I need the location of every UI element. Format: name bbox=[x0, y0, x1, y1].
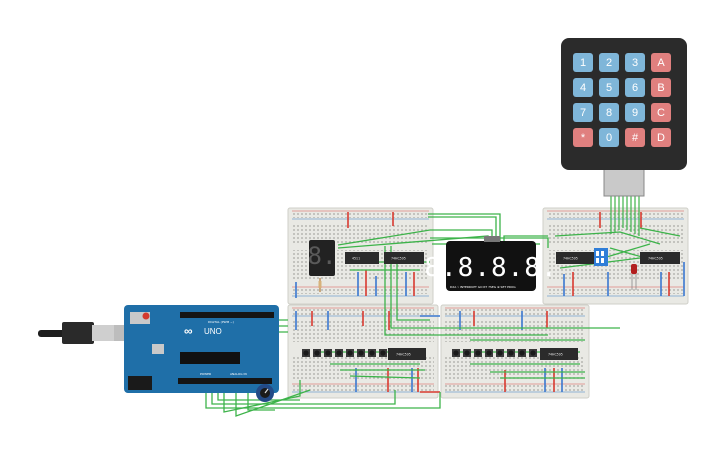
pushbutton[interactable] bbox=[474, 349, 482, 357]
keypad-key-label: 0 bbox=[606, 132, 612, 144]
keypad-key-8[interactable]: 8 bbox=[599, 103, 619, 122]
single-digit-glyph: 8. bbox=[308, 242, 337, 270]
single-seven-segment[interactable]: 8. bbox=[308, 240, 337, 276]
ic-driver[interactable]: 4511 bbox=[345, 252, 379, 264]
pushbutton[interactable] bbox=[335, 349, 343, 357]
resistor-small[interactable] bbox=[318, 278, 322, 292]
keypad-key-#[interactable]: # bbox=[625, 128, 645, 147]
keypad-key-0[interactable]: 0 bbox=[599, 128, 619, 147]
keypad-key-label: A bbox=[657, 57, 665, 69]
pushbutton[interactable] bbox=[463, 349, 471, 357]
display-digits: 8.8.8.8. bbox=[424, 253, 557, 283]
pushbutton[interactable] bbox=[485, 349, 493, 357]
silk-digital: DIGITAL (PWM ~) bbox=[208, 320, 234, 324]
keypad-key-5[interactable]: 5 bbox=[599, 78, 619, 97]
ic-shift-register-4-label: 74HC595 bbox=[396, 353, 411, 357]
rail-jumpers[interactable] bbox=[295, 212, 685, 393]
keypad-key-D[interactable]: D bbox=[651, 128, 671, 147]
keypad-key-label: 5 bbox=[606, 82, 612, 94]
keypad-key-label: 3 bbox=[632, 57, 638, 69]
keypad-key-3[interactable]: 3 bbox=[625, 53, 645, 72]
arduino-model: UNO bbox=[204, 327, 222, 336]
pushbutton[interactable] bbox=[324, 349, 332, 357]
ic-shift-register-3-label: 74HC595 bbox=[648, 257, 663, 261]
keypad-key-label: 4 bbox=[580, 82, 586, 94]
keypad-ribbon bbox=[610, 196, 640, 236]
pushbutton[interactable] bbox=[507, 349, 515, 357]
display-footer: D2A ⑂ INTERRUPT GO RT 7SEG ⊕ SET PROG bbox=[450, 285, 516, 289]
keypad-key-label: C bbox=[657, 107, 665, 119]
pushbuttons-right[interactable] bbox=[452, 349, 537, 357]
keypad-key-label: 6 bbox=[632, 82, 638, 94]
ic-shift-register-1-label: 74HC595 bbox=[391, 257, 406, 261]
keypad-key-label: 9 bbox=[632, 107, 638, 119]
ic-driver-label: 4511 bbox=[352, 257, 360, 261]
dip-switch[interactable] bbox=[594, 248, 608, 266]
reset-button[interactable] bbox=[142, 312, 150, 320]
breadboard-top-right[interactable] bbox=[542, 207, 689, 305]
keypad-key-2[interactable]: 2 bbox=[599, 53, 619, 72]
keypad-key-label: 2 bbox=[606, 57, 612, 69]
pushbutton[interactable] bbox=[452, 349, 460, 357]
ic-shift-register-4[interactable]: 74HC595 bbox=[388, 348, 426, 360]
ic-shift-register-1[interactable]: 74HC595 bbox=[384, 252, 424, 264]
silk-power: POWER bbox=[200, 372, 211, 376]
keypad-key-label: * bbox=[581, 132, 586, 144]
arduino-uno-board[interactable]: ∞ UNO DIGITAL (PWM ~) POWER ANALOG IN bbox=[124, 305, 279, 393]
pushbutton[interactable] bbox=[529, 349, 537, 357]
four-digit-display[interactable]: 8.8.8.8. D2A ⑂ INTERRUPT GO RT 7SEG ⊕ SE… bbox=[424, 236, 557, 291]
keypad-key-4[interactable]: 4 bbox=[573, 78, 593, 97]
pushbutton[interactable] bbox=[313, 349, 321, 357]
pushbutton[interactable] bbox=[379, 349, 387, 357]
keypad-key-A[interactable]: A bbox=[651, 53, 671, 72]
pushbutton[interactable] bbox=[302, 349, 310, 357]
keypad-key-7[interactable]: 7 bbox=[573, 103, 593, 122]
keypad-keys: 1 2 3 A 4 5 6 B 7 8 9 C * 0 # D bbox=[573, 53, 671, 147]
keypad-key-label: 8 bbox=[606, 107, 612, 119]
pushbutton[interactable] bbox=[496, 349, 504, 357]
keypad-4x4[interactable]: 1 2 3 A 4 5 6 B 7 8 9 C * 0 # D bbox=[561, 38, 687, 197]
potentiometer[interactable] bbox=[256, 384, 274, 402]
silk-analog: ANALOG IN bbox=[230, 372, 247, 376]
keypad-key-label: 1 bbox=[580, 57, 586, 69]
pushbutton[interactable] bbox=[368, 349, 376, 357]
usb-cable[interactable] bbox=[38, 322, 136, 344]
pushbutton[interactable] bbox=[346, 349, 354, 357]
ic-shift-register-5-label: 74HC595 bbox=[548, 353, 563, 357]
keypad-key-9[interactable]: 9 bbox=[625, 103, 645, 122]
keypad-key-B[interactable]: B bbox=[651, 78, 671, 97]
keypad-key-1[interactable]: 1 bbox=[573, 53, 593, 72]
keypad-key-label: 7 bbox=[580, 107, 586, 119]
pushbutton[interactable] bbox=[357, 349, 365, 357]
keypad-key-label: B bbox=[657, 82, 664, 94]
keypad-key-6[interactable]: 6 bbox=[625, 78, 645, 97]
keypad-key-*[interactable]: * bbox=[573, 128, 593, 147]
keypad-key-label: D bbox=[657, 132, 665, 144]
ic-shift-register-3[interactable]: 74HC595 bbox=[640, 252, 680, 264]
arduino-logo: ∞ bbox=[184, 324, 193, 338]
ic-shift-register-2-label: 74HC595 bbox=[563, 257, 578, 261]
ic-shift-register-5[interactable]: 74HC595 bbox=[540, 348, 578, 360]
pushbuttons-left[interactable] bbox=[302, 349, 387, 357]
ic-shift-register-2[interactable]: 74HC595 bbox=[556, 252, 594, 264]
keypad-key-label: # bbox=[632, 132, 639, 144]
keypad-key-C[interactable]: C bbox=[651, 103, 671, 122]
pushbutton[interactable] bbox=[518, 349, 526, 357]
led-red[interactable] bbox=[631, 264, 637, 290]
